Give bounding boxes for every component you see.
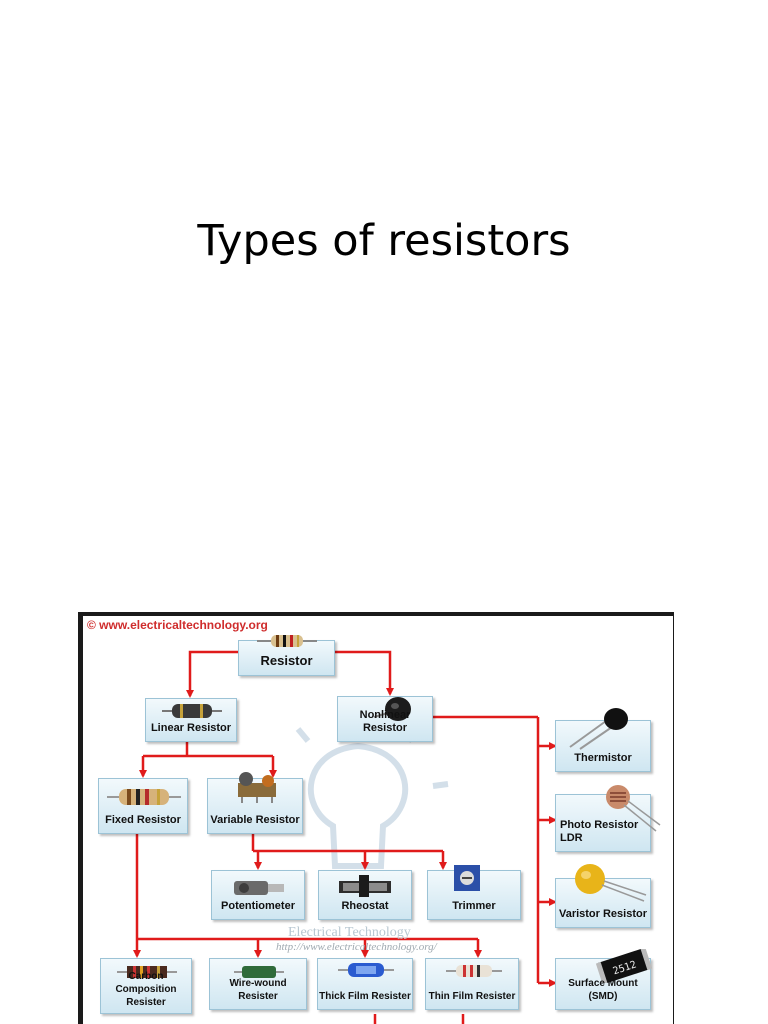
axial-resistor-icon <box>107 789 181 805</box>
node-thick-film: Thick Film Resister <box>317 958 413 1010</box>
node-carbon-composition: Carbon Composition Resister <box>100 958 192 1014</box>
node-resistor: Resistor <box>238 635 335 676</box>
node-label: Fixed Resistor <box>105 814 181 826</box>
node-thermistor: Thermistor <box>555 708 651 772</box>
varistor-icon <box>575 864 647 902</box>
connector-layer <box>133 650 557 1024</box>
disc-nonlinear-icon <box>374 697 411 721</box>
thermistor-icon <box>569 708 628 750</box>
node-wire-wound: Wire-wound Resister <box>209 958 307 1010</box>
variable-resistor-icon <box>238 772 276 803</box>
node-label: Linear Resistor <box>150 722 232 734</box>
node-photo-resistor: Photo Resistor LDR <box>555 785 661 852</box>
thin-film-icon <box>446 965 502 977</box>
node-linear-resistor: Linear Resistor <box>145 698 237 742</box>
node-rheostat: Rheostat <box>318 870 412 920</box>
node-label: Nonlinear Resistor <box>359 709 411 734</box>
axial-resistor-icon <box>257 635 317 647</box>
node-label: Resistor <box>260 653 313 668</box>
node-varistor-resistor: Varistor Resistor <box>555 864 651 928</box>
node-nonlinear-resistor: Nonlinear Resistor <box>337 696 433 742</box>
node-label: Rheostat <box>341 900 389 912</box>
carbon-composition-icon <box>117 966 177 978</box>
resistor-types-diagram: © www.electricaltechnology.org Electrica… <box>78 612 674 1024</box>
node-label: Thick Film Resister <box>319 991 411 1002</box>
smd-chip-icon: 2512 <box>595 949 653 983</box>
node-variable-resistor: Variable Resistor <box>207 772 303 834</box>
node-thin-film: Thin Film Resister <box>425 958 519 1010</box>
watermark-title: Electrical Technology <box>288 925 411 940</box>
node-label: Varistor Resistor <box>558 908 648 920</box>
node-trimmer: Trimmer <box>427 865 521 920</box>
node-label: Trimmer <box>452 900 496 912</box>
thick-film-icon <box>338 963 394 977</box>
diagram-canvas: © www.electricaltechnology.org Electrica… <box>83 616 673 1024</box>
node-potentiometer: Potentiometer <box>211 870 305 920</box>
page-title: Types of resistors <box>197 216 571 266</box>
node-surface-mount: 2512 Surface Mount (SMD) <box>555 949 653 1010</box>
watermark-url: http://www.electricaltechnology.org/ <box>276 941 437 953</box>
wirewound-icon <box>234 966 284 978</box>
copyright-text: © www.electricaltechnology.org <box>87 618 268 632</box>
ldr-icon <box>606 785 661 832</box>
node-label: Carbon Composition Resister <box>115 971 177 1008</box>
node-label: Photo Resistor LDR <box>560 819 639 844</box>
axial-resistor-icon <box>162 704 222 718</box>
potentiometer-icon <box>234 881 284 895</box>
node-label: Variable Resistor <box>210 814 300 826</box>
node-fixed-resistor: Fixed Resistor <box>98 778 188 834</box>
node-label: Potentiometer <box>221 900 295 912</box>
rheostat-icon <box>339 875 391 897</box>
node-label: Surface Mount (SMD) <box>568 978 638 1002</box>
node-label: Thin Film Resister <box>428 991 516 1002</box>
node-label: Wire-wound Resister <box>229 978 287 1002</box>
node-label: Thermistor <box>574 752 632 764</box>
trimmer-icon <box>454 865 480 891</box>
